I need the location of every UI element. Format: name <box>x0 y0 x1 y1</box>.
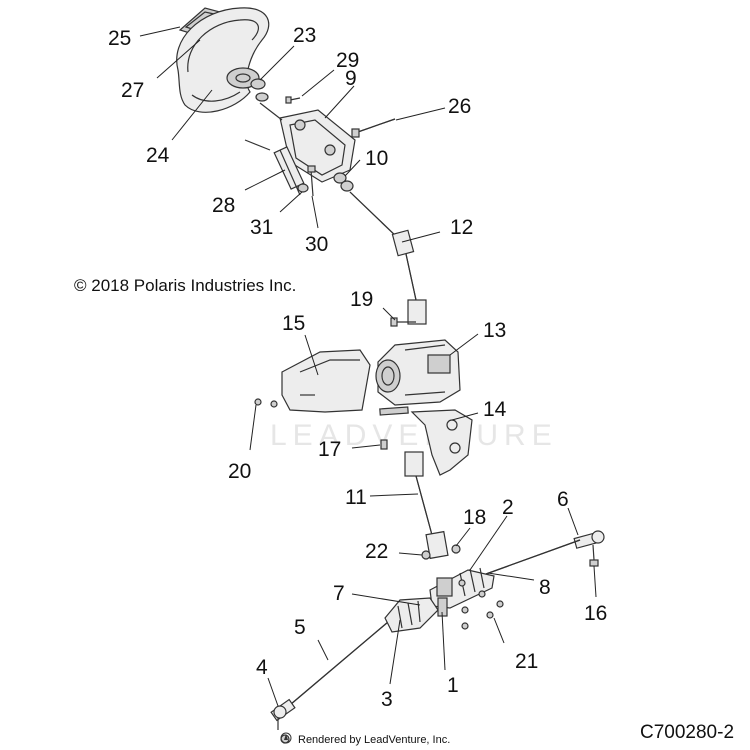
callout-29: 29 <box>336 49 359 72</box>
part-screws-20 <box>254 398 278 408</box>
callout-7: 7 <box>333 582 345 605</box>
part-mount-bracket <box>379 406 473 476</box>
part-steering-wheel <box>176 7 270 113</box>
callout-20: 20 <box>228 460 251 483</box>
callout-10: 10 <box>365 147 388 170</box>
part-column-bracket <box>259 102 356 183</box>
callout-17: 17 <box>318 438 341 461</box>
part-bolt-29 <box>285 96 301 104</box>
leader-lines <box>139 26 597 707</box>
callout-24: 24 <box>146 144 170 167</box>
leadventure-logo-icon <box>280 732 292 744</box>
callout-3: 3 <box>381 688 393 711</box>
callout-30: 30 <box>305 233 328 256</box>
part-tie-rod <box>283 539 581 711</box>
part-nut-31 <box>297 183 309 193</box>
part-nut-18 <box>451 544 461 554</box>
callout-23: 23 <box>293 24 316 47</box>
rendered-by: Rendered by LeadVenture, Inc. <box>298 734 450 746</box>
part-eps-unit <box>375 339 461 406</box>
callout-6: 6 <box>557 488 569 511</box>
callout-8: 8 <box>539 576 551 599</box>
callout-31: 31 <box>250 216 273 239</box>
diagram-code: C700280-2 <box>640 722 734 743</box>
callout-19: 19 <box>350 288 373 311</box>
callout-14: 14 <box>483 398 507 421</box>
watermark: LEADVENTURE <box>270 419 558 452</box>
callout-1: 1 <box>447 674 459 697</box>
callout-28: 28 <box>212 194 235 217</box>
part-gas-strut <box>244 139 305 196</box>
part-bushing-10 <box>333 172 354 192</box>
part-eps-cover <box>281 349 371 413</box>
part-spacer-23 <box>250 78 269 102</box>
callout-27: 27 <box>121 79 144 102</box>
callout-21: 21 <box>515 650 538 673</box>
callout-11: 11 <box>345 486 367 509</box>
part-upper-shaft <box>349 191 427 325</box>
part-bolt-22 <box>421 550 431 560</box>
callout-16: 16 <box>584 602 607 625</box>
part-bolt-17 <box>380 439 388 450</box>
callout-4: 4 <box>256 656 268 679</box>
part-tie-rod-end-right <box>573 530 605 567</box>
callout-9: 9 <box>345 67 357 90</box>
part-boot-left <box>384 597 439 633</box>
callout-26: 26 <box>448 95 471 118</box>
part-lower-shaft <box>404 451 449 560</box>
part-nuts-21 <box>458 579 504 630</box>
copyright-notice: © 2018 Polaris Industries Inc. <box>74 276 296 295</box>
callout-5: 5 <box>294 616 306 639</box>
part-pinch-bolt-19 <box>390 317 416 327</box>
part-bolt-26 <box>351 118 396 138</box>
part-bolt-30 <box>307 165 316 197</box>
part-tie-rod-end-left <box>270 698 296 744</box>
callout-2: 2 <box>502 496 514 519</box>
callout-25: 25 <box>108 27 131 50</box>
callout-15: 15 <box>282 312 305 335</box>
callout-13: 13 <box>483 319 506 342</box>
callout-22: 22 <box>365 540 388 563</box>
callout-18: 18 <box>463 506 486 529</box>
callout-12: 12 <box>450 216 473 239</box>
